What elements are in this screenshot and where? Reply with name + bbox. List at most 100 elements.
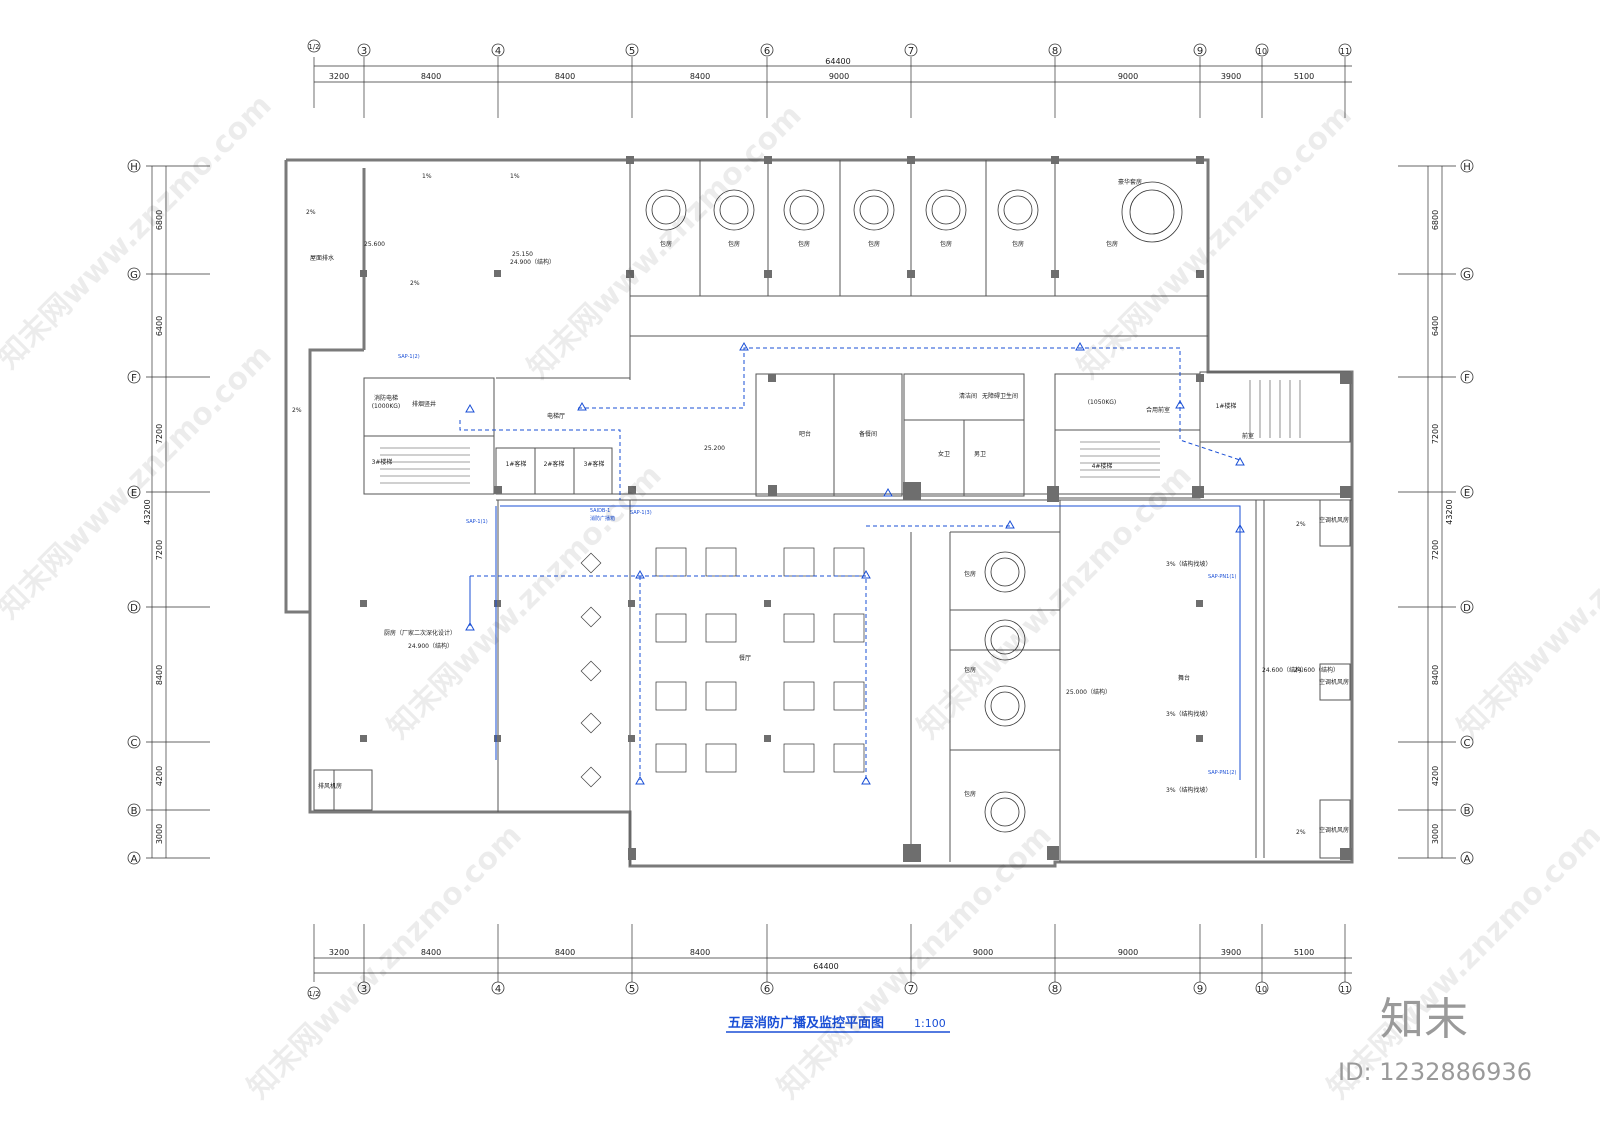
slope-2a: 2% [306, 209, 316, 216]
slope-3a: 3%（结构找坡） [1166, 560, 1212, 568]
room-label-stair-3: 3#楼梯 [372, 458, 393, 466]
top-dim-5: 9000 [829, 72, 849, 81]
right-dim-4: 7200 [1431, 540, 1440, 560]
watermark-2: 知末网www.znzmo.com [521, 98, 809, 386]
top-dim-8: 5100 [1294, 72, 1314, 81]
bottom-dim-2: 8400 [421, 948, 441, 957]
right-axis-e: E [1464, 488, 1470, 499]
bottom-axis-10: 11 [1340, 985, 1350, 994]
roof-note: 屋面排水 [310, 254, 334, 262]
top-dimension-lines [313, 57, 1352, 118]
right-axis-c: C [1464, 738, 1471, 749]
slope-3c: 3%（结构找坡） [1166, 786, 1212, 794]
top-axis-2: 3 [361, 46, 367, 57]
left-axis-a: A [131, 854, 138, 865]
left-dim-4: 7200 [155, 540, 164, 560]
left-dim-3: 7200 [155, 424, 164, 444]
broadcast-wiring [459, 347, 1241, 780]
right-axis-b: B [1464, 806, 1471, 817]
right-dim-1: 6800 [1431, 210, 1440, 230]
left-axis-c: C [131, 738, 138, 749]
level-l6: 25.000（结构） [1066, 688, 1111, 696]
room-label-shared-antechamber: 合用前室 [1146, 406, 1170, 414]
bottom-axis-3: 4 [495, 984, 501, 995]
room-label-fan-1: 空调机风房 [1319, 516, 1349, 524]
room-label-bar: 吧台 [799, 430, 811, 438]
room-label-private-right-3: 包房 [964, 790, 976, 798]
bottom-dim-1: 3200 [329, 948, 349, 957]
slope-1a: 1% [422, 173, 432, 180]
right-axis-g: G [1463, 270, 1471, 281]
room-labels: 包房 包房 包房 包房 包房 包房 包房 豪华套房 餐厅 厨房（厂家二次深化设计… [318, 178, 1349, 834]
right-axis-d: D [1463, 603, 1471, 614]
side-dimension-lines [146, 165, 1456, 859]
room-label-antechamber: 前室 [1242, 432, 1254, 440]
top-axis-bubbles [307, 39, 1352, 57]
level-annotations: 25.600 25.150 24.900（结构） 24.900（结构） 25.2… [292, 173, 1339, 836]
top-dim-3: 8400 [555, 72, 575, 81]
slope-2b: 2% [410, 280, 420, 287]
room-label-dining-hall: 餐厅 [739, 654, 751, 662]
left-axis-g: G [130, 270, 138, 281]
top-axis-6: 7 [908, 46, 914, 57]
bottom-axis-bubbles [307, 981, 1352, 1000]
bottom-dim-7: 3900 [1221, 948, 1241, 957]
tag-broadcast-box: 消防广播箱 [590, 515, 615, 522]
title-main: 五层消防广播及监控平面图 [728, 1015, 884, 1031]
room-label-fan-2: 空调机风房 [1319, 678, 1349, 686]
top-axis-1: 1/2 [308, 43, 319, 51]
top-axis-10: 11 [1340, 47, 1350, 56]
room-label-lift-capacity-4: (1050KG) [1088, 399, 1117, 406]
slope-1b: 1% [510, 173, 520, 180]
top-axis-3: 4 [495, 46, 501, 57]
top-dim-1: 3200 [329, 72, 349, 81]
room-label-stair-4: 4#楼梯 [1092, 462, 1113, 470]
dining-tables [655, 547, 865, 773]
room-label-stage: 舞台 [1178, 674, 1190, 682]
top-dim-7: 3900 [1221, 72, 1241, 81]
watermark-7: 知末网www.znzmo.com [1451, 458, 1600, 746]
left-axis-f: F [131, 373, 137, 384]
room-label-prep: 备餐间 [859, 430, 877, 438]
bottom-dim-8: 5100 [1294, 948, 1314, 957]
bottom-dim-6: 9000 [1118, 948, 1138, 957]
bottom-total: 64400 [813, 962, 838, 971]
tag-sap-1-3: SAP-1(3) [630, 510, 652, 516]
room-label-lift-capacity: (1000KG) [372, 403, 401, 410]
slope-2d: 2% [1296, 521, 1306, 528]
left-dim-7: 3000 [155, 824, 164, 844]
room-label-fire-lift: 消防电梯 [374, 394, 398, 402]
bottom-axis-labels: 1/2 3 4 5 6 7 8 9 10 11 [308, 984, 1350, 998]
room-label-lift-3: 3#客梯 [584, 460, 605, 468]
title-scale: 1:100 [914, 1017, 946, 1030]
top-axis-9: 10 [1257, 47, 1267, 56]
level-l1: 25.600 [364, 241, 385, 248]
round-tables [645, 181, 1183, 833]
side-axis-labels: H G F E D C B A H G F E D C B A [130, 162, 1471, 865]
bottom-axis-4: 5 [629, 984, 635, 995]
slope-2e: 2% [1296, 829, 1306, 836]
room-label-private-7: 包房 [1106, 240, 1118, 248]
columns [360, 156, 1352, 862]
bottom-dim-3: 8400 [555, 948, 575, 957]
tag-sap-pn1-2: SAP-PN1(2) [1208, 770, 1236, 776]
left-axis-e: E [131, 488, 137, 499]
blue-device-tags: SAP-1(1) SAP-1(2) SAP-1(3) SAP-PN1(1) SA… [398, 354, 1236, 776]
slope-2c: 2% [292, 407, 302, 414]
room-label-smoke-shaft: 排烟竖井 [412, 400, 436, 408]
speaker-symbols [465, 341, 1245, 785]
top-total: 64400 [825, 57, 850, 66]
level-l8: 24.600（结构） [1294, 666, 1339, 674]
left-axis-h: H [130, 162, 138, 173]
level-l3: 24.900（结构） [510, 258, 555, 266]
top-dim-2: 8400 [421, 72, 441, 81]
level-l4: 24.900（结构） [408, 642, 453, 650]
room-label-private-right-1: 包房 [964, 570, 976, 578]
right-axis-f: F [1464, 373, 1470, 384]
tag-sap-pn1-1: SAP-PN1(1) [1208, 574, 1236, 580]
right-dimension-texts: 6800 6400 7200 7200 8400 4200 3000 43200 [1431, 210, 1454, 844]
watermark-8: 知末网www.znzmo.com [241, 818, 529, 1106]
left-dim-5: 8400 [155, 665, 164, 685]
room-label-private-5: 包房 [940, 240, 952, 248]
